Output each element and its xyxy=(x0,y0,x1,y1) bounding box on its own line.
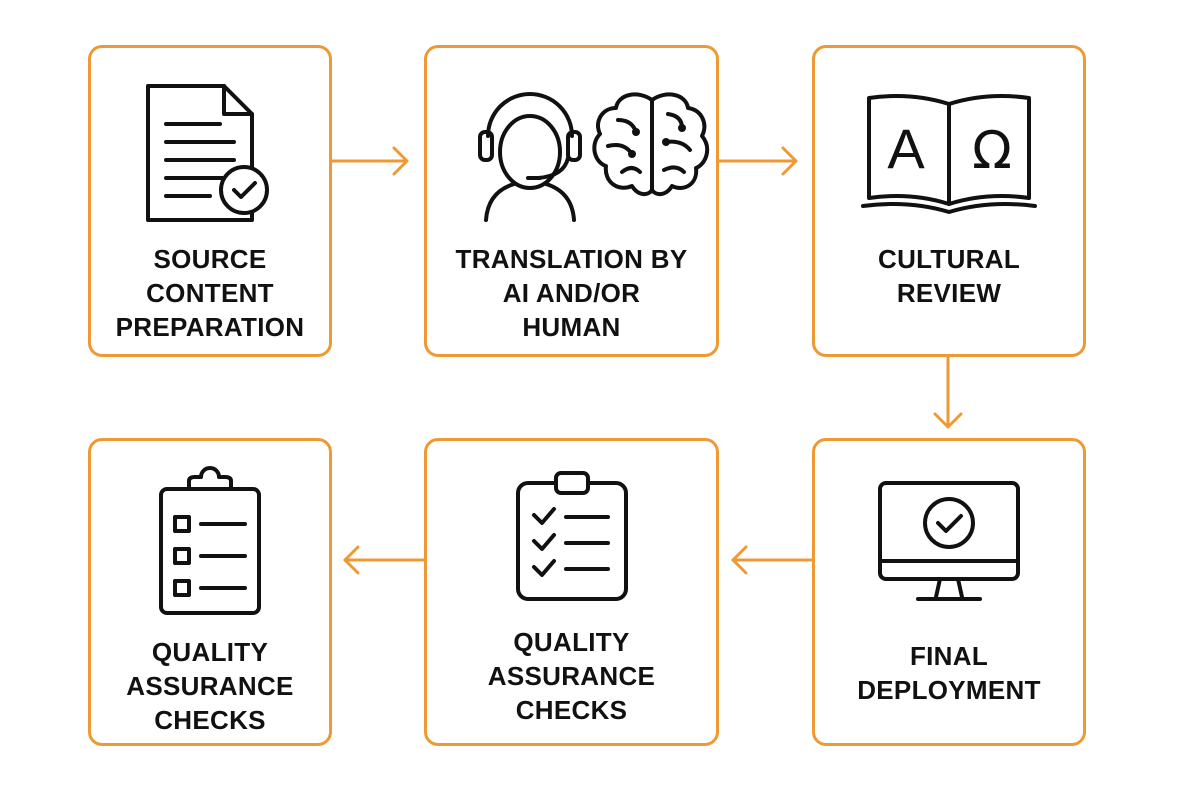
step-label: FINAL DEPLOYMENT xyxy=(857,641,1041,705)
arrow-qa-middle-to-qa-left xyxy=(343,545,426,575)
step-source-content-preparation: SOURCE CONTENT PREPARATION xyxy=(88,45,332,357)
step-quality-assurance-checks-left: QUALITY ASSURANCE CHECKS xyxy=(88,438,332,746)
step-label: QUALITY ASSURANCE CHECKS xyxy=(487,627,656,725)
open-book-icon: A Ω xyxy=(815,90,1083,215)
step-label: TRANSLATION BY AI AND/OR HUMAN xyxy=(455,244,688,342)
arrow-cultural-to-final xyxy=(933,355,963,429)
step-label: CULTURAL REVIEW xyxy=(878,244,1020,308)
arrow-translation-to-cultural xyxy=(717,146,798,176)
step-label: QUALITY ASSURANCE CHECKS xyxy=(126,637,294,735)
glyph-omega: Ω xyxy=(972,121,1012,181)
glyph-a: A xyxy=(887,117,925,180)
arrow-source-to-translation xyxy=(330,146,409,176)
clipboard-boxes-icon xyxy=(91,466,329,617)
arrow-final-to-qa-middle xyxy=(731,545,814,575)
brain-icon xyxy=(591,92,709,197)
step-quality-assurance-checks-middle: QUALITY ASSURANCE CHECKS xyxy=(424,438,719,746)
document-check-icon xyxy=(91,78,329,228)
step-label: SOURCE CONTENT PREPARATION xyxy=(115,244,305,342)
monitor-check-icon xyxy=(815,477,1083,617)
step-cultural-review: A Ω CULTURAL REVIEW xyxy=(812,45,1086,357)
clipboard-checklist-icon xyxy=(427,469,716,604)
headset-person-and-brain-icon xyxy=(427,80,716,225)
headset-person-icon xyxy=(477,92,582,222)
step-translation: TRANSLATION BY AI AND/OR HUMAN xyxy=(424,45,719,357)
step-final-deployment: FINAL DEPLOYMENT xyxy=(812,438,1086,746)
